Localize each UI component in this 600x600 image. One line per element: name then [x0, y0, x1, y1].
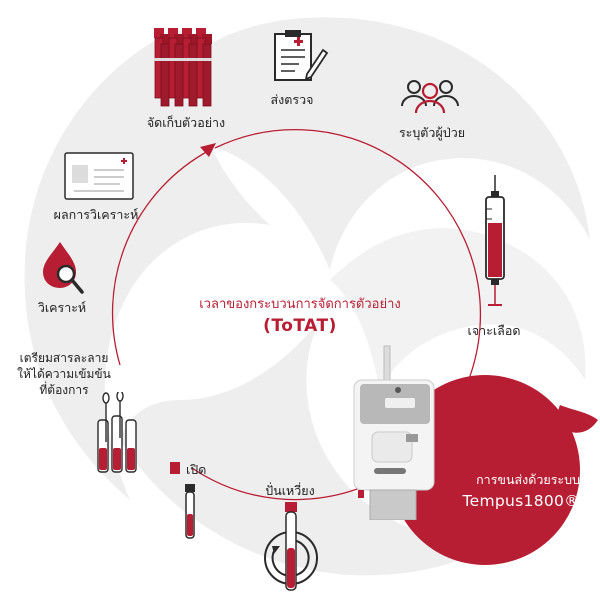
step-centrifuge-label: ปั่นเหวี่ยง	[265, 483, 314, 499]
tempus-label: การขนส่งด้วยระบบ Tempus1800®	[420, 470, 580, 510]
center-subtitle: (ToTAT)	[263, 316, 337, 336]
step-prepare-label: เตรียมสารละลาย ให้ได้ความเข้มข้น ที่ต้อง…	[17, 350, 111, 398]
step-result-label: ผลการวิเคราะห์	[54, 207, 139, 223]
step-store-label: จัดเก็บตัวอย่าง	[147, 115, 225, 131]
clipboard-icon	[267, 28, 329, 84]
step-analyze-label: วิเคราะห์	[38, 300, 86, 316]
step-prepare-line3: ที่ต้องการ	[17, 382, 111, 398]
centrifuge-icon	[258, 502, 324, 592]
tempus-line2: Tempus1800®	[420, 492, 580, 510]
step-send-test-label: ส่งตรวจ	[271, 92, 314, 108]
people-icon	[400, 78, 460, 114]
pipette-tubes-icon	[90, 392, 146, 476]
step-draw-blood-label: เจาะเลือด	[468, 323, 521, 339]
blood-drop-magnifier-icon	[38, 240, 88, 298]
step-prepare-line2: ให้ได้ความเข้มข้น	[17, 366, 111, 382]
step-identify-patient-label: ระบุตัวผู้ป่วย	[399, 125, 465, 141]
step-open-label: เปิด	[186, 462, 206, 478]
step-prepare-line1: เตรียมสารละลาย	[17, 350, 111, 366]
tempus-line1: การขนส่งด้วยระบบ	[420, 470, 580, 490]
center-title: เวลาของกระบวนการจัดการตัวอย่าง	[199, 293, 401, 314]
syringe-icon	[480, 175, 510, 315]
tube-rack-icon	[150, 28, 220, 110]
report-card-icon	[64, 152, 134, 200]
